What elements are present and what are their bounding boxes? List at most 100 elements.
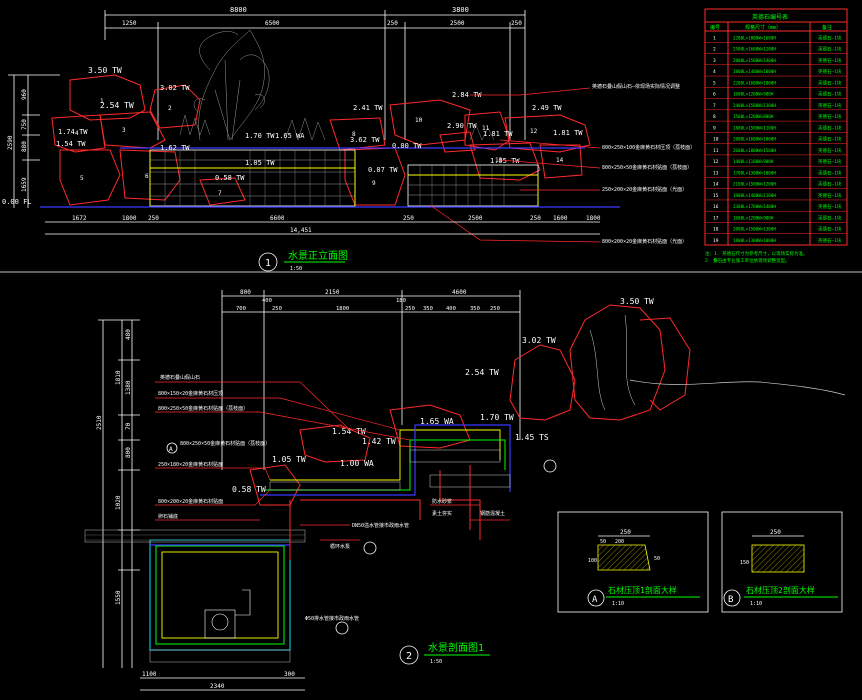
elev-top-dim-2: 3800 [452,6,469,14]
stone-num-9: 9 [372,180,376,187]
table-cell: 英德石—1块 [818,181,842,188]
table-cell: 1600L×1200W×900H [733,92,774,97]
stone-num-8: 8 [352,131,356,138]
table-cell: 7 [713,103,716,109]
elev-bot-dim-4: 6600 [270,215,285,222]
sec-title: 水景剖面图1 [428,641,484,654]
sec-bot-dim-1: 1100 [142,671,157,678]
elev-dim-a: 1250 [122,20,137,27]
detail-a-scale: 1:10 [612,601,624,607]
detail-a: 250 50 200 100 50 A 石材压顶1剖面大样 1:10 [557,511,709,613]
table-header-0: 编号 [710,24,720,31]
detail-a-dim-4: 100 [588,558,597,564]
table-cell: 2400L×1500W×1300H [733,103,776,108]
table-header-2: 备注 [822,24,832,31]
table-cell: 2200L×1600W×1800H [733,80,776,85]
sec-level-3: 2.54 TW [465,368,499,377]
table-cell: 英德石—1块 [818,158,842,165]
elev-level-19: 1.81 TW [553,129,583,137]
elev-level-20: 1.05 TW [490,157,520,165]
stone-num-13: 13 [495,157,503,164]
sec-level-5: 1.42 TW [362,437,396,446]
sec-note-11: 钢筋混凝土 [480,510,505,517]
sec-note-1: 英德石叠山假山石 [160,374,200,381]
table-cell: 3 [713,58,716,64]
elev-bot-dim-8: 1600 [553,215,568,222]
table-cell: 5 [713,80,716,86]
table-cell: 9 [713,125,716,131]
sec-note-6: 800×200×20金麻黄石材贴面 [158,498,223,505]
sec-dim-2: 400 [262,298,272,304]
elev-level-12: 2.84 TW [452,91,482,99]
table-cell: 17 [713,215,719,221]
table-cell: 1800L×1300W×1000H [733,238,776,243]
sec-title-circle [399,645,419,665]
table-cell: 英德石—1块 [818,169,842,176]
detail-b-dim-2: 150 [740,560,749,566]
table-cell: 1600L×1200W×900H [733,215,774,220]
table-cell: 英德石—1块 [818,136,842,143]
elev-bot-dim-5: 250 [403,215,414,222]
elev-left-dim-2: 750 [21,119,28,130]
sec-level-4: 1.54 TW [332,427,366,436]
sec-dim-6: 250 [405,306,415,312]
table-cell: 英德石—1块 [818,91,842,98]
sec-note-12: 素土夯实 [432,510,452,517]
table-cell: 8 [713,114,716,120]
elev-title: 水景正立面图 [288,249,348,262]
elev-coping-yellow [149,150,356,206]
elev-bot-dim-2: 1800 [122,215,137,222]
table-title: 英德石编号表 [752,13,788,21]
detail-b-title: 石材压顶2剖面大样 [746,585,815,595]
detail-a-title: 石材压顶1剖面大样 [608,585,677,595]
table-cell: 18 [713,227,719,233]
elev-level-9: 1.05 TW [245,159,275,167]
elev-level-2: 3.02 TW [160,84,190,92]
elev-level-3: 2.54 TW [100,101,134,110]
table-cell: 1500L×1200W×800H [733,114,774,119]
table-cell: 16 [713,204,719,210]
table-cell: 英德石—1块 [818,113,842,120]
sec-note-3: 800×250×50金麻黄石材贴面（荔枝面） [158,405,248,412]
sec-dim-7: 350 [423,306,433,312]
elev-level-11: 2.41 TW [353,104,383,112]
sec-left-dim-total: 2510 [96,415,103,430]
stone-num-5: 5 [80,175,84,182]
stone-num-7: 7 [218,190,222,197]
elev-left-dim-total: 2590 [7,135,14,150]
stone-num-3: 3 [122,127,126,134]
elev-bot-dim-1: 1672 [72,215,87,222]
elev-level-4: 1.74 TW [58,128,88,136]
table-cell: 2000L×1500W×1300H [733,227,776,232]
elev-level-7: 1.65 WA [275,132,305,140]
rockery-elevation [51,74,591,206]
elev-level-8: 1.62 TW [160,144,190,152]
table-cell: 2500L×1600W×1200H [733,47,776,52]
sec-dim-3: 250 [272,306,282,312]
detail-a-dim-2: 50 [600,539,606,545]
sec-note-4: 800×250×50金麻黄石材贴面（荔枝面） [180,440,270,447]
sec-dim-5: 180 [396,298,406,304]
sec-dim-4: 1800 [336,306,349,312]
table-cell: 英德石—1块 [818,46,842,53]
elev-vertical-strips [164,150,505,206]
elev-ground-label: 0.00 FL [2,198,32,206]
sec-note-7: 卵石铺底 [158,513,178,520]
elev-level-15: 0.00 TW [392,142,422,150]
sec-top-dim-2: 2150 [325,289,340,296]
sec-level-7: 1.70 TW [480,413,514,422]
elev-level-14: 3.62 TW [350,136,380,144]
sec-note-10: 防水砂浆 [432,498,452,505]
sec-level-1: 3.50 TW [620,297,654,306]
stone-num-11: 11 [482,125,490,132]
elev-pool-wall-2 [407,164,539,207]
table-cell: 19 [713,238,719,244]
elev-level-13: 2.90 TW [447,122,477,130]
table-cell: 英德石—1块 [818,124,842,131]
sec-level-9: 1.05 TW [272,455,306,464]
sec-note-9: 循环水泵 [330,543,350,550]
sec-bot-dim-3: 300 [284,671,295,678]
detail-a-id: A [592,595,598,605]
